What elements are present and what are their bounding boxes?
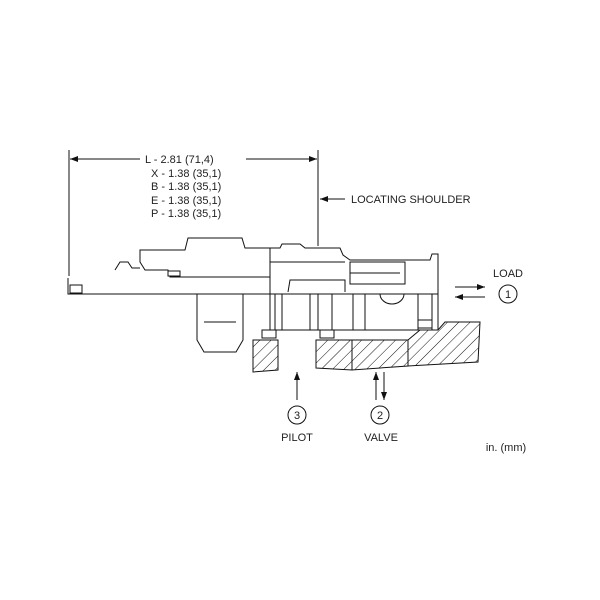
port-valve-number: 2 [377, 410, 383, 422]
locating-shoulder-label: LOCATING SHOULDER [351, 194, 471, 206]
port-load: LOAD 1 [455, 268, 523, 304]
port-load-number: 1 [505, 289, 511, 301]
port-valve-label: VALVE [364, 432, 398, 444]
dimension-e: E - 1.38 (35,1) [151, 195, 221, 207]
port-valve: 2 VALVE [364, 372, 398, 444]
dimension-labels: L - 2.81 (71,4) X - 1.38 (35,1) B - 1.38… [145, 154, 221, 220]
port-load-label: LOAD [493, 268, 523, 280]
port-pilot-label: PILOT [281, 432, 313, 444]
cartridge-body [67, 237, 439, 353]
dimension-x: X - 1.38 (35,1) [151, 168, 221, 180]
port-pilot-number: 3 [294, 410, 300, 422]
dimension-p: P - 1.38 (35,1) [151, 208, 221, 220]
units-label: in. (mm) [486, 442, 526, 454]
dimension-l: L - 2.81 (71,4) [145, 154, 214, 166]
length-dimension [68, 150, 319, 276]
port-pilot: 3 PILOT [281, 372, 313, 444]
manifold-section [252, 321, 481, 373]
dimension-b: B - 1.38 (35,1) [151, 181, 221, 193]
